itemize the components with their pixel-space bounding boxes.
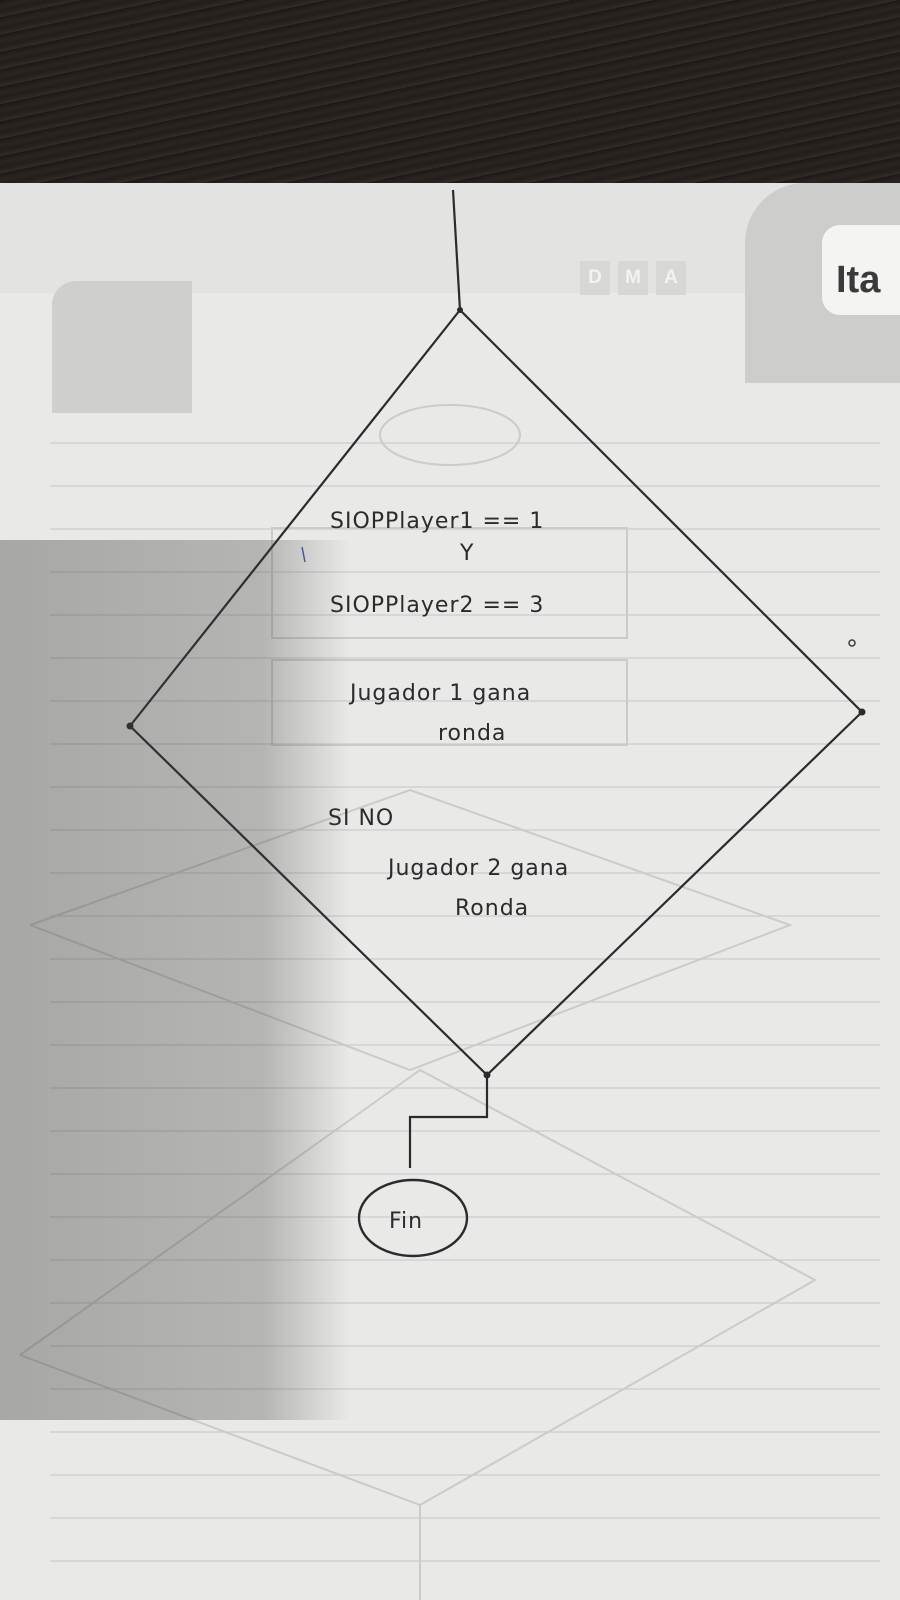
bleed-through-sketches [19,404,818,1600]
else-label: SI NO [328,806,394,831]
wooden-table-background [0,0,900,190]
corner-decoration [52,281,192,413]
level-badge-a: A [656,261,686,295]
then-line-1: Jugador 1 gana [348,681,531,706]
diamond-vertex-top [457,307,463,313]
condition-line-2: SIOPPlayer2 == 3 [330,593,544,618]
else-line-1: Jugador 2 gana [386,856,569,881]
condition-line-1: SIOPPlayer1 == 1 [330,509,544,534]
end-terminal [357,1178,469,1258]
diamond-vertex-right [858,708,866,716]
diamond-vertex-left [126,722,134,730]
then-line-2: ronda [438,721,506,746]
flow-arrow-out [408,1075,489,1168]
level-badge-d: D [580,261,610,295]
end-label: Fin [389,1209,423,1234]
notebook-page: Ita D M A [0,183,900,1600]
flow-arrow-in [451,189,462,311]
stray-blue-mark [301,546,306,563]
else-line-2: Ronda [455,896,529,921]
brand-tab [822,225,900,315]
condition-connector: Y [459,541,474,566]
stray-ink-dot [848,639,856,647]
level-badge-m: M [618,261,648,295]
brand-logo-text: Ita [836,259,881,301]
level-badges: D M A [580,261,686,295]
